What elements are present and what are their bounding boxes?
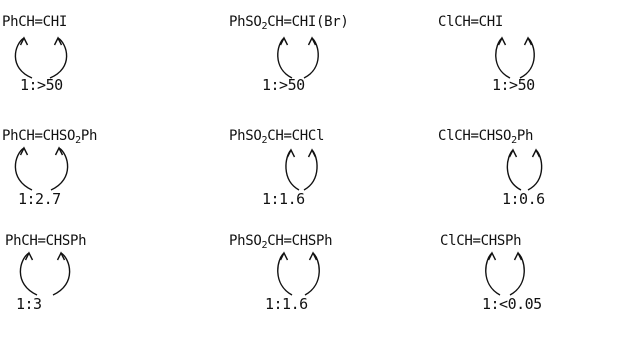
reaction-cell: PhCH=CHI 1:>50: [2, 14, 202, 124]
reaction-cell: ClCH=CHI 1:>50: [438, 14, 628, 124]
selectivity-ratio: 1:0.6: [502, 190, 545, 208]
formula-subscript: 2: [511, 135, 517, 146]
reaction-formula: PhSO2CH=CHI(Br): [229, 14, 349, 32]
formula-text: PhCH=CHSPh: [5, 233, 87, 249]
formula-text: ClCH=CHSPh: [440, 233, 522, 249]
left-arrow-head: [19, 36, 29, 46]
right-arrow-head: [54, 146, 64, 156]
formula-subscript: 2: [75, 135, 81, 146]
reaction-formula: ClCH=CHI: [438, 14, 503, 30]
right-arrow-head: [523, 36, 533, 46]
left-arrow-head: [279, 251, 289, 261]
reaction-cell: ClCH=CHSO2Ph 1:0.6: [438, 128, 628, 238]
right-arrow-head: [308, 251, 318, 261]
reaction-cell: PhCH=CHSPh 1:3: [5, 233, 205, 343]
left-arrow-head: [487, 251, 497, 261]
reaction-cell: PhSO2CH=CHCl 1:1.6: [229, 128, 429, 238]
formula-text: PhSO: [229, 233, 262, 249]
reaction-formula: PhCH=CHI: [2, 14, 67, 30]
reaction-formula: ClCH=CHSPh: [440, 233, 522, 249]
right-arrow-head: [307, 148, 317, 158]
selectivity-ratio: 1:1.6: [265, 295, 308, 313]
reaction-cell: PhSO2CH=CHSPh 1:1.6: [229, 233, 429, 343]
reaction-formula: PhSO2CH=CHSPh: [229, 233, 333, 251]
left-arrow-head: [508, 148, 518, 158]
right-arrow-head: [531, 148, 541, 158]
left-arrow-head: [279, 36, 289, 46]
left-arrow-head: [286, 148, 296, 158]
left-arrow-head: [24, 251, 34, 261]
formula-text: ClCH=CHSO: [438, 128, 512, 144]
formula-text: CH=CHI(Br): [267, 14, 349, 30]
right-arrow-head: [513, 251, 523, 261]
curved-right-arrow: [49, 37, 68, 79]
reaction-cell: PhSO2CH=CHI(Br) 1:>50: [229, 14, 429, 124]
selectivity-ratio: 1:>50: [20, 76, 63, 94]
curved-left-arrow: [19, 252, 38, 296]
curved-right-arrow: [50, 147, 69, 191]
left-arrow-head: [497, 36, 507, 46]
formula-text: ClCH=CHI: [438, 14, 504, 30]
right-arrow-head: [56, 251, 66, 261]
reaction-formula: ClCH=CHSO2Ph: [438, 128, 534, 146]
selectivity-ratio: 1:3: [16, 295, 42, 313]
formula-subscript: 2: [261, 240, 268, 251]
formula-text: PhSO: [229, 14, 262, 30]
formula-text: PhCH=CHI: [2, 14, 68, 30]
formula-text: CH=CHSPh: [267, 233, 333, 249]
selectivity-ratio: 1:2.7: [18, 190, 61, 208]
selectivity-ratio: 1:1.6: [262, 190, 305, 208]
formula-text: PhSO: [229, 128, 262, 144]
left-arrow-head: [19, 146, 29, 156]
reaction-cell: ClCH=CHSPh 1:<0.05: [440, 233, 628, 343]
formula-text: Ph: [516, 128, 534, 144]
selectivity-ratio: 1:>50: [262, 76, 305, 94]
reaction-formula: PhCH=CHSPh: [5, 233, 87, 249]
formula-text: Ph: [80, 128, 98, 144]
reaction-formula: PhSO2CH=CHCl: [229, 128, 325, 146]
formula-subscript: 2: [261, 21, 268, 32]
right-arrow-head: [53, 36, 63, 46]
formula-text: CH=CHCl: [267, 128, 325, 144]
curved-left-arrow: [14, 37, 33, 79]
right-arrow-head: [307, 36, 317, 46]
reaction-cell: PhCH=CHSO2Ph 1:2.7: [2, 128, 202, 238]
formula-text: PhCH=CHSO: [2, 128, 76, 144]
curved-right-arrow: [52, 252, 71, 296]
selectivity-ratio: 1:<0.05: [482, 295, 542, 313]
reaction-formula: PhCH=CHSO2Ph: [2, 128, 98, 146]
curved-left-arrow: [14, 147, 33, 191]
formula-subscript: 2: [261, 135, 268, 146]
selectivity-ratio: 1:>50: [492, 76, 535, 94]
